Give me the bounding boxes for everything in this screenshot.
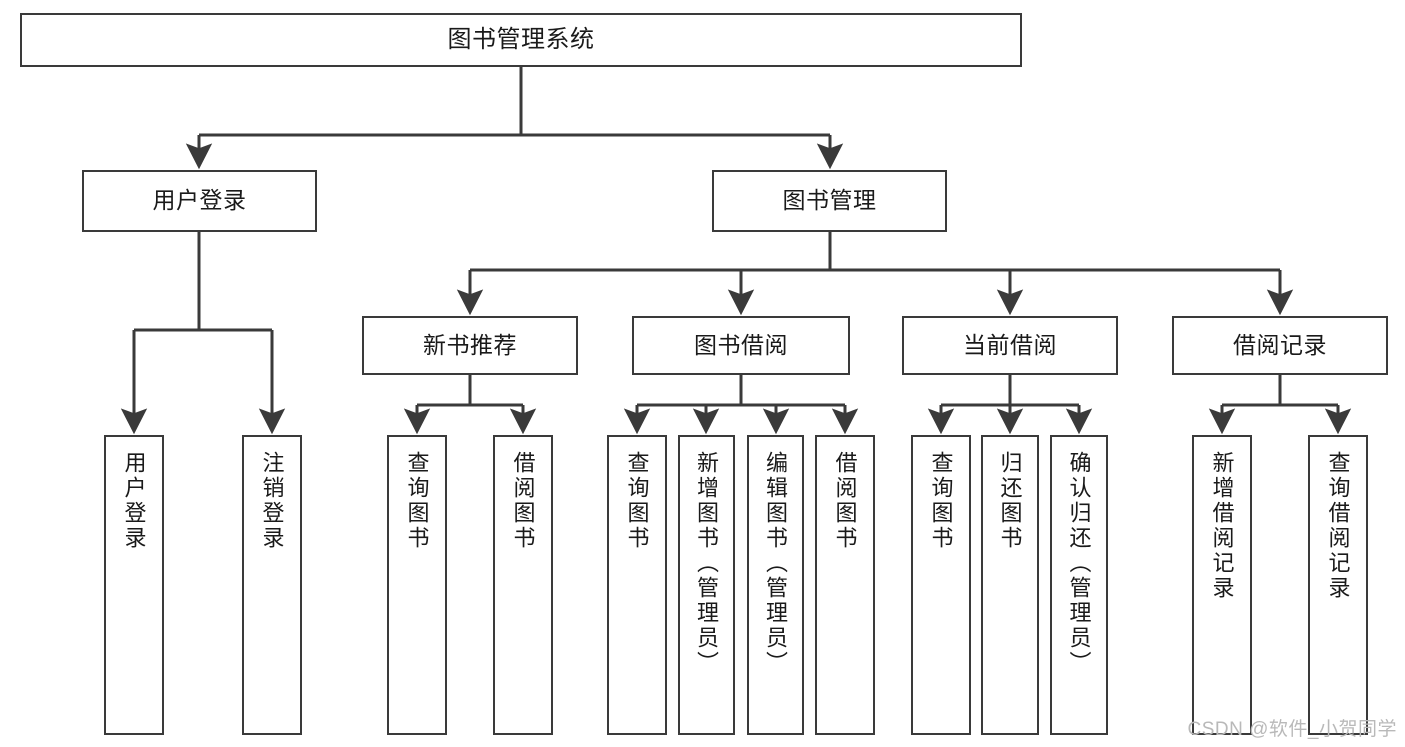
leaf-user-logout[interactable]: 注销登录 xyxy=(242,435,302,735)
leaf-borrow-query-book[interactable]: 查询图书 xyxy=(607,435,667,735)
node-root-system[interactable]: 图书管理系统 xyxy=(20,13,1022,67)
leaf-borrow-add-book-admin[interactable]: 新增图书（管理员） xyxy=(678,435,735,735)
leaf-newbook-borrow-book[interactable]: 借阅图书 xyxy=(493,435,553,735)
node-label: 确认归还（管理员） xyxy=(1066,451,1092,676)
leaf-current-query-book[interactable]: 查询图书 xyxy=(911,435,971,735)
node-label: 编辑图书（管理员） xyxy=(763,451,789,676)
node-label: 借阅记录 xyxy=(1233,331,1327,358)
node-label: 图书借阅 xyxy=(694,331,788,358)
node-label: 当前借阅 xyxy=(963,331,1057,358)
leaf-record-query-record[interactable]: 查询借阅记录 xyxy=(1308,435,1368,735)
node-label: 用户登录 xyxy=(152,187,247,214)
node-borrow-record[interactable]: 借阅记录 xyxy=(1172,316,1388,375)
node-label: 查询借阅记录 xyxy=(1325,451,1351,601)
node-label: 查询图书 xyxy=(928,451,954,551)
leaf-borrow-borrow-book[interactable]: 借阅图书 xyxy=(815,435,875,735)
node-current-borrow[interactable]: 当前借阅 xyxy=(902,316,1118,375)
node-label: 新增借阅记录 xyxy=(1209,451,1235,601)
node-label: 注销登录 xyxy=(259,451,285,551)
node-label: 查询图书 xyxy=(404,451,430,551)
node-label: 借阅图书 xyxy=(832,451,858,551)
leaf-current-confirm-return-admin[interactable]: 确认归还（管理员） xyxy=(1050,435,1108,735)
leaf-current-return-book[interactable]: 归还图书 xyxy=(981,435,1039,735)
node-new-book-recommend[interactable]: 新书推荐 xyxy=(362,316,578,375)
node-label: 新增图书（管理员） xyxy=(694,451,720,676)
node-label: 查询图书 xyxy=(624,451,650,551)
watermark-text: CSDN @软件_小贺同学 xyxy=(1187,719,1397,740)
leaf-user-login[interactable]: 用户登录 xyxy=(104,435,164,735)
node-label: 借阅图书 xyxy=(510,451,536,551)
node-label: 新书推荐 xyxy=(423,331,517,358)
node-book-borrow[interactable]: 图书借阅 xyxy=(632,316,850,375)
leaf-record-add-record[interactable]: 新增借阅记录 xyxy=(1192,435,1252,735)
leaf-newbook-query-book[interactable]: 查询图书 xyxy=(387,435,447,735)
leaf-borrow-edit-book-admin[interactable]: 编辑图书（管理员） xyxy=(747,435,804,735)
node-user-login[interactable]: 用户登录 xyxy=(82,170,317,232)
node-book-management[interactable]: 图书管理 xyxy=(712,170,947,232)
node-label: 图书管理系统 xyxy=(447,25,595,53)
node-label: 图书管理 xyxy=(782,187,877,214)
node-label: 用户登录 xyxy=(121,451,147,551)
node-label: 归还图书 xyxy=(997,451,1023,551)
